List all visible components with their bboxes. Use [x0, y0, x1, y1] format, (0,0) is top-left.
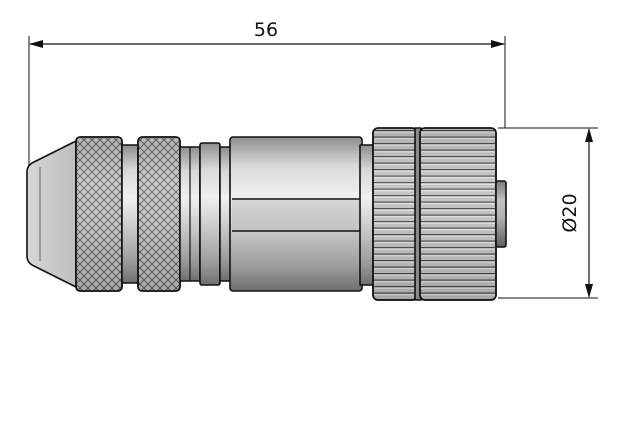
length-dimension: 56 — [28, 19, 506, 168]
diameter-dimension: Ø20 — [498, 127, 598, 299]
connector-tip — [26, 139, 79, 289]
connector-body — [26, 127, 507, 301]
length-label: 56 — [254, 19, 278, 41]
connector-face — [495, 180, 507, 248]
connector-collar — [199, 142, 221, 286]
ring-spacer — [121, 144, 139, 284]
diameter-label: Ø20 — [559, 193, 581, 232]
